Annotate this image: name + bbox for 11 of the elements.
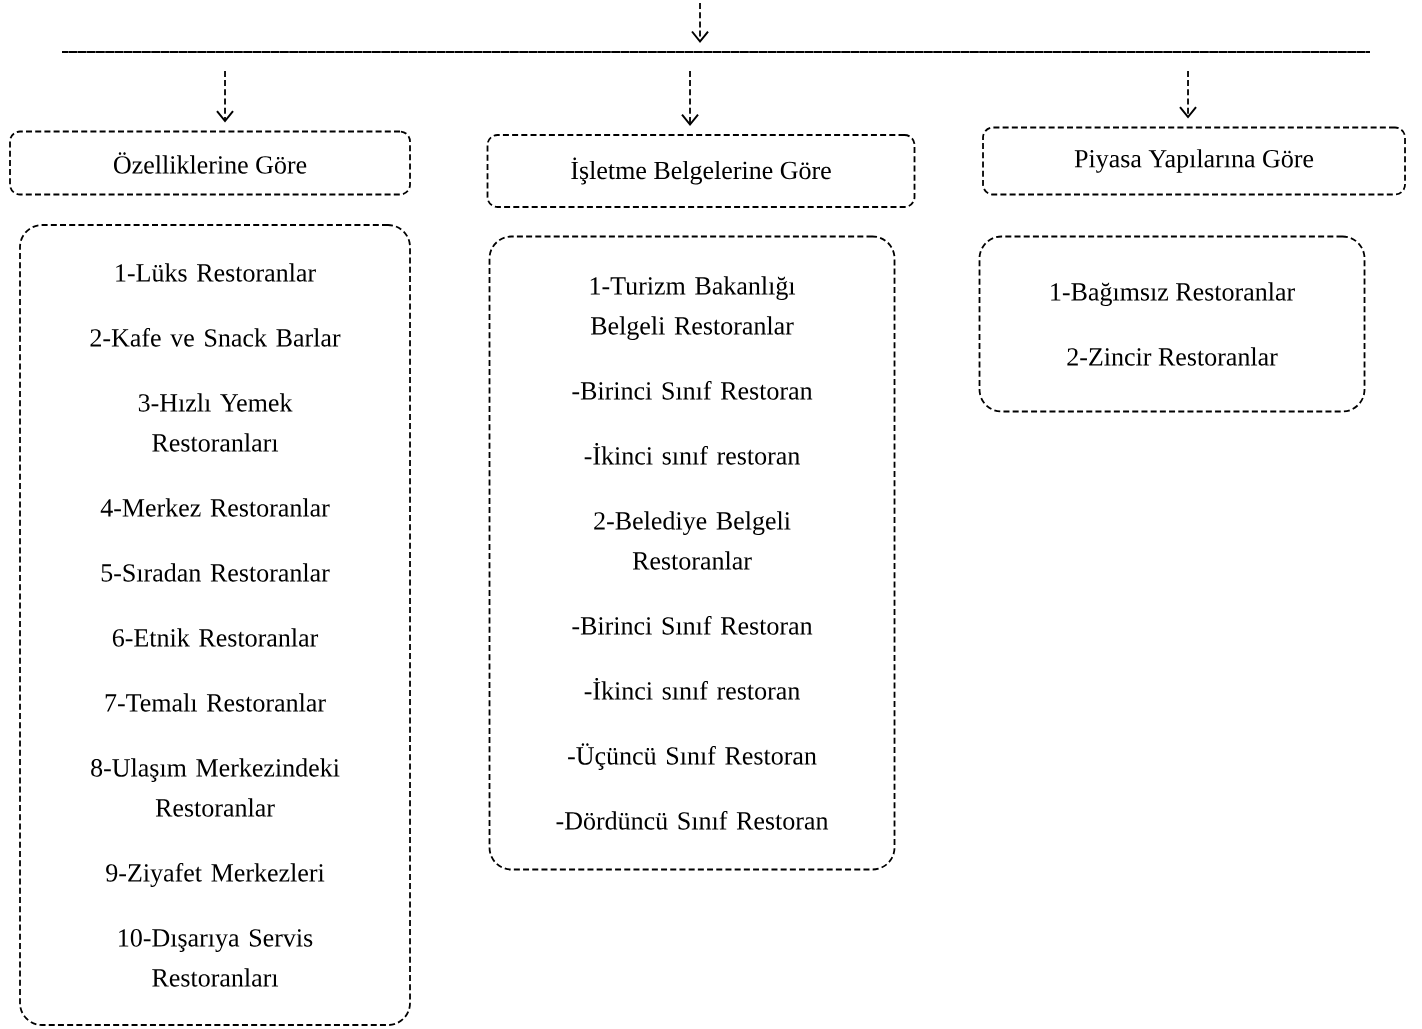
list-box: 1-Turizm Bakanlığı Belgeli Restoranlar -Birinci Sınıf Restoran -İkinci sınıf restoran 2-Belediye Belgeli Restoranlar -Birinci Sınıf Restoran -İkinci sınıf restoran -Üçüncü Sınıf Restoran -Dördüncü Sınıf Restoran bbox=[488, 235, 896, 871]
arrow bbox=[216, 70, 234, 123]
category-box: Özelliklerine Göre bbox=[9, 130, 411, 196]
bus-line bbox=[61, 51, 1371, 53]
list-box: 1-Lüks Restoranlar 2-Kafe ve Snack Barlar 3-Hızlı Yemek Restoranları 4-Merkez Restoranlar 5-Sıradan Restoranlar 6-Etnik Restoranlar 7-Temalı Restoranlar 8-Ulaşım Merkezindeki Restoranlar 9-Ziyafet Merkezleri 10-Dışarıya Servis Restoranları bbox=[19, 224, 411, 1026]
list-box: 1-Bağımsız Restoranlar 2-Zincir Restoranlar bbox=[978, 235, 1366, 413]
category-box: Piyasa Yapılarına Göre bbox=[982, 126, 1406, 196]
category-box: İşletme Belgelerine Göre bbox=[486, 134, 916, 208]
arrow bbox=[681, 70, 699, 127]
arrow bbox=[1179, 70, 1197, 119]
arrow bbox=[691, 2, 709, 44]
